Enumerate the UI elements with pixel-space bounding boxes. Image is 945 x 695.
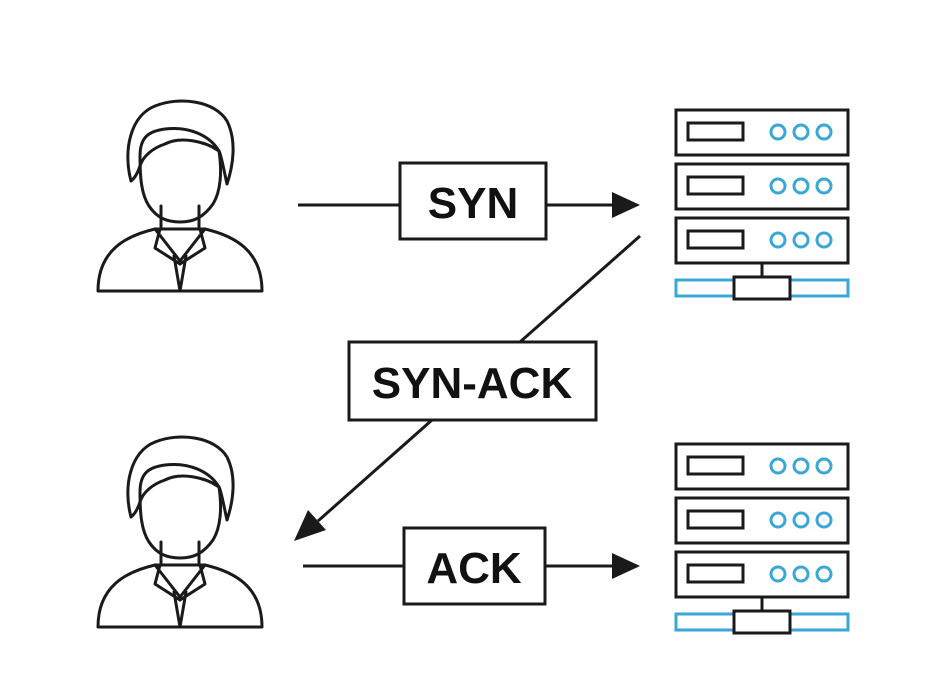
client-bottom-icon: [96, 435, 264, 629]
server-top-icon: [674, 108, 850, 301]
ack-arrowhead: [612, 553, 640, 579]
syn-ack-arrow: [317, 234, 641, 523]
syn-ack-label: SYN-ACK: [372, 359, 573, 408]
syn-arrowhead: [612, 192, 640, 218]
syn-label: SYN: [428, 179, 518, 228]
syn-ack-arrowhead: [294, 510, 326, 541]
server-bottom-icon: [674, 442, 850, 635]
client-top-icon: [96, 99, 264, 293]
syn-label-box: [398, 161, 548, 241]
ack-label: ACK: [426, 544, 522, 593]
ack-label-box: [402, 526, 547, 606]
syn-ack-label-box: [347, 340, 598, 422]
